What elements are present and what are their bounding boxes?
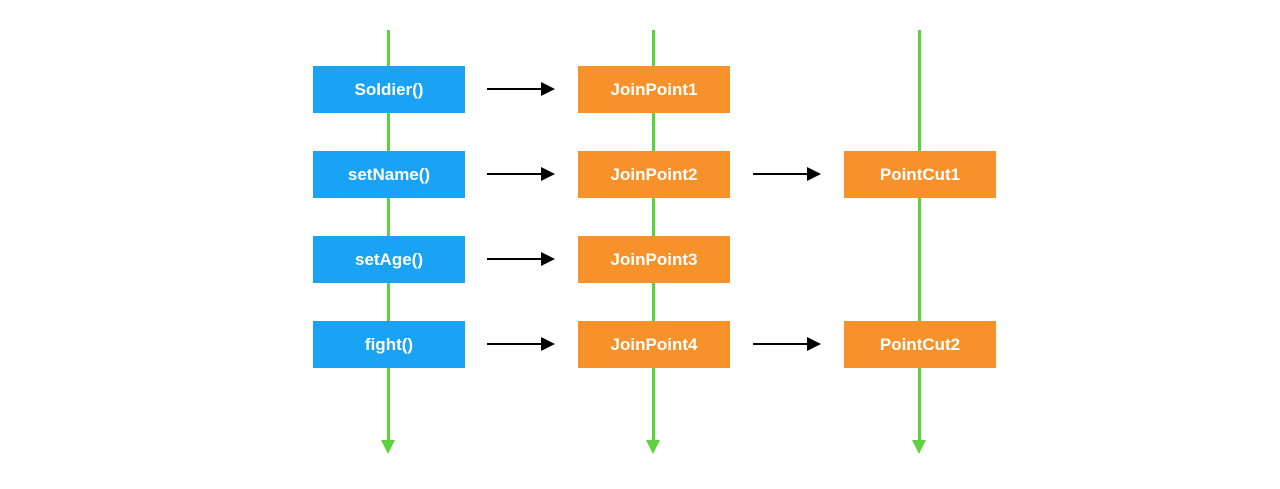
arrow-shaft xyxy=(487,88,543,90)
point-cut-timeline xyxy=(918,30,921,442)
arrowhead xyxy=(807,337,821,351)
arrow-shaft xyxy=(487,343,543,345)
arrow-shaft xyxy=(753,343,809,345)
join-point-box-2: JoinPoint2 xyxy=(578,151,730,198)
method-label: Soldier() xyxy=(354,79,424,99)
join-point-to-point-cut-arrow xyxy=(753,337,821,351)
join-point-box-4: JoinPoint4 xyxy=(578,321,730,368)
join-point-box-1: JoinPoint1 xyxy=(578,66,730,113)
method-to-join-point-arrow xyxy=(487,82,555,96)
arrowhead xyxy=(541,167,555,181)
method-box-fight: fight() xyxy=(313,321,465,368)
method-label: setAge() xyxy=(354,249,423,269)
join-point-label: JoinPoint1 xyxy=(610,79,698,99)
method-box-setname: setName() xyxy=(313,151,465,198)
arrow-shaft xyxy=(753,173,809,175)
method-to-join-point-arrow xyxy=(487,337,555,351)
method-label: setName() xyxy=(347,164,431,184)
point-cut-box-2: PointCut2 xyxy=(844,321,996,368)
method-timeline-arrowhead xyxy=(381,440,395,454)
arrowhead xyxy=(541,252,555,266)
method-to-join-point-arrow xyxy=(487,167,555,181)
arrow-shaft xyxy=(487,258,543,260)
arrowhead xyxy=(541,337,555,351)
method-box-setage: setAge() xyxy=(313,236,465,283)
arrow-shaft xyxy=(487,173,543,175)
join-point-label: JoinPoint4 xyxy=(610,334,698,354)
point-cut-timeline-arrowhead xyxy=(912,440,926,454)
point-cut-label: PointCut2 xyxy=(879,334,961,354)
join-point-label: JoinPoint3 xyxy=(610,249,698,269)
method-label: fight() xyxy=(364,334,414,354)
point-cut-box-1: PointCut1 xyxy=(844,151,996,198)
arrowhead xyxy=(807,167,821,181)
arrowhead xyxy=(541,82,555,96)
join-point-label: JoinPoint2 xyxy=(610,164,698,184)
point-cut-label: PointCut1 xyxy=(879,164,961,184)
method-to-join-point-arrow xyxy=(487,252,555,266)
method-box-soldier: Soldier() xyxy=(313,66,465,113)
join-point-timeline-arrowhead xyxy=(646,440,660,454)
join-point-box-3: JoinPoint3 xyxy=(578,236,730,283)
join-point-to-point-cut-arrow xyxy=(753,167,821,181)
